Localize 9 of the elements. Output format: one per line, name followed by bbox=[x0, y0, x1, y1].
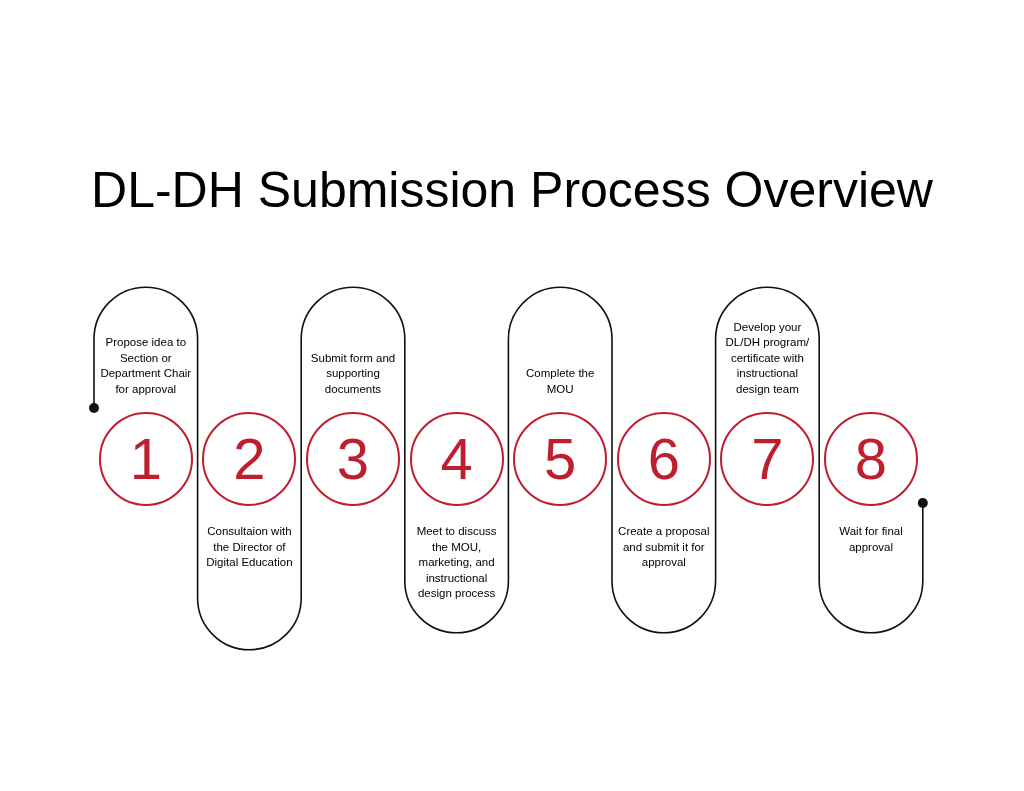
step-description: Create a proposal and submit it for approval bbox=[617, 524, 711, 570]
step-description: Propose idea to Section or Department Chair for approval bbox=[99, 335, 193, 397]
step-description: Develop your DL/DH program/ certificate with instructional design team bbox=[724, 319, 811, 397]
step-description: Complete the MOU bbox=[525, 366, 596, 397]
step-description: Wait for final approval bbox=[838, 524, 904, 555]
step-description: Submit form and supporting documents bbox=[309, 350, 397, 397]
step-description: Meet to discuss the MOU, marketing, and instructional design process bbox=[415, 524, 498, 601]
title: DL-DH Submission Process Overview bbox=[90, 161, 934, 220]
step-description: Consultaion with the Director of Digital Education bbox=[205, 524, 294, 570]
